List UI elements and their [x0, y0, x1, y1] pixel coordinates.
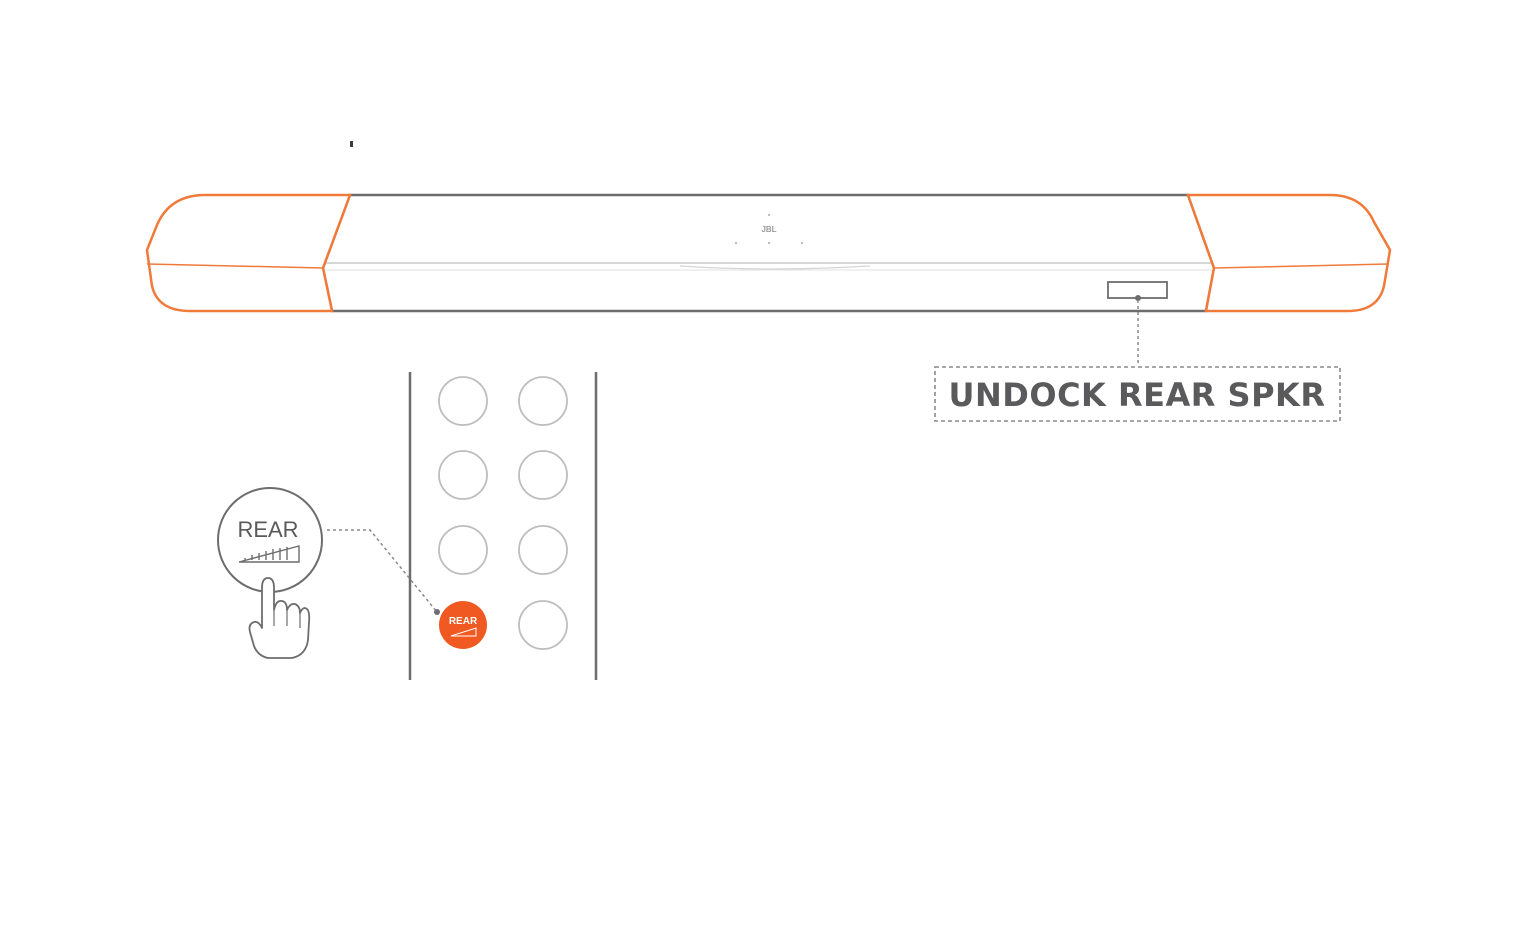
soundbar-button-left	[734, 241, 738, 245]
display-callout: UNDOCK REAR SPKR	[934, 295, 1341, 422]
left-speaker-edge	[146, 263, 324, 269]
display-readout-text: UNDOCK REAR SPKR	[949, 376, 1326, 414]
pointing-hand-detail	[273, 610, 301, 628]
display-callout-dot	[1135, 295, 1141, 301]
remote-button	[518, 376, 568, 426]
remote-button	[518, 600, 568, 650]
rear-callout-label: REAR	[237, 517, 298, 542]
remote-rear-button: REAR	[439, 601, 487, 649]
remote-button	[518, 525, 568, 575]
right-detachable-speaker	[1186, 193, 1392, 313]
soundbar-center-body	[321, 193, 1216, 313]
soundbar-button-right	[800, 241, 804, 245]
rear-button-callout: REAR	[217, 487, 440, 659]
left-detachable-speaker	[145, 193, 352, 313]
pointing-hand-icon	[248, 577, 311, 659]
soundbar: JBL	[145, 193, 1392, 313]
remote-button	[438, 376, 488, 426]
remote-control: REAR	[408, 372, 598, 680]
soundbar-logo: JBL	[761, 225, 776, 234]
remote-button	[518, 450, 568, 500]
remote-button	[438, 525, 488, 575]
rear-level-icon	[238, 545, 300, 563]
soundbar-ridge-center	[679, 265, 871, 270]
remote-button	[438, 450, 488, 500]
soundbar-top-dot	[767, 213, 771, 217]
soundbar-button-center	[767, 241, 771, 245]
remote-rear-button-label: REAR	[449, 616, 478, 627]
stray-mark	[350, 141, 353, 147]
remote-rear-button-circle	[439, 601, 487, 649]
rear-callout-dot	[434, 609, 440, 615]
display-callout-box	[934, 366, 1341, 422]
remote-rear-level-icon	[450, 627, 477, 637]
right-speaker-edge	[1213, 263, 1389, 269]
rear-callout-leader	[327, 529, 438, 613]
